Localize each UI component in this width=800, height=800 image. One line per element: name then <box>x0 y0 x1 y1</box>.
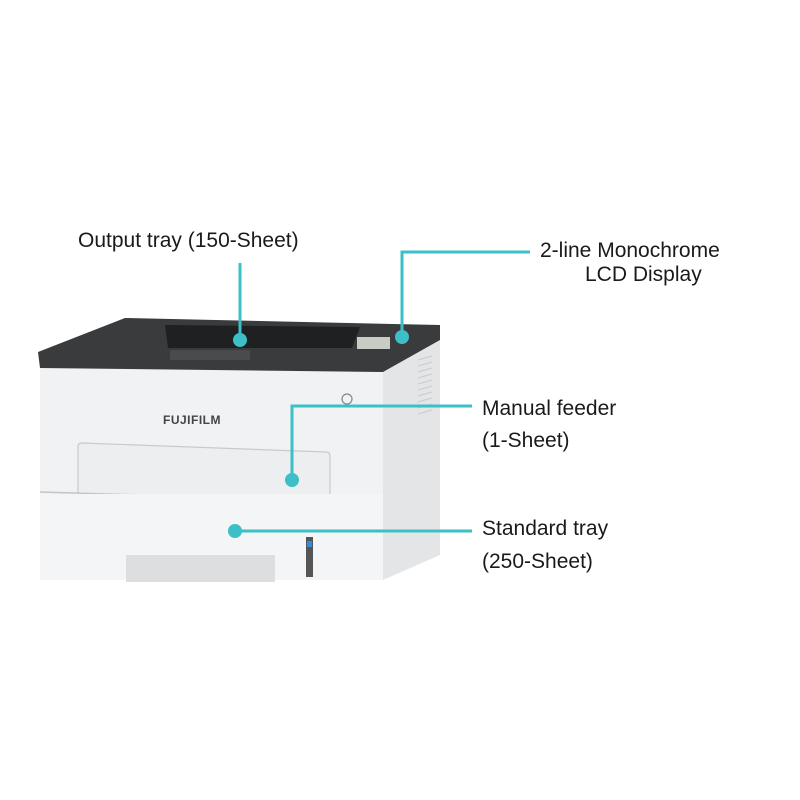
output-tray-label: Output tray (150-Sheet) <box>78 229 299 252</box>
standard-tray-label-line2: (250-Sheet) <box>482 550 593 573</box>
lcd-leader <box>400 250 530 337</box>
output-tray-dot <box>233 333 247 347</box>
lcd-label-line2: LCD Display <box>585 263 702 286</box>
standard-tray-dot <box>228 524 242 538</box>
manual-feeder-leader <box>290 404 472 480</box>
callout-lines <box>235 250 530 533</box>
brand-logo: FUJIFILM <box>163 413 221 427</box>
output-tray-opening <box>165 325 360 348</box>
output-tray-flap <box>170 350 250 360</box>
paper-level-gauge <box>306 537 313 577</box>
lcd-label-line1: 2-line Monochrome <box>540 239 720 262</box>
printer-side-panel <box>383 340 440 580</box>
lcd-dot <box>395 330 409 344</box>
manual-feeder-dot <box>285 473 299 487</box>
manual-feeder-label-line1: Manual feeder <box>482 397 617 420</box>
paper-level-indicator <box>307 541 312 547</box>
power-button-icon[interactable] <box>341 393 353 405</box>
manual-feeder-flap <box>77 442 331 505</box>
lcd-screen <box>357 337 390 349</box>
standard-tray-label-line1: Standard tray <box>482 517 609 540</box>
manual-feeder-label-line2: (1-Sheet) <box>482 429 570 452</box>
tray-handle-cutout <box>126 555 275 582</box>
